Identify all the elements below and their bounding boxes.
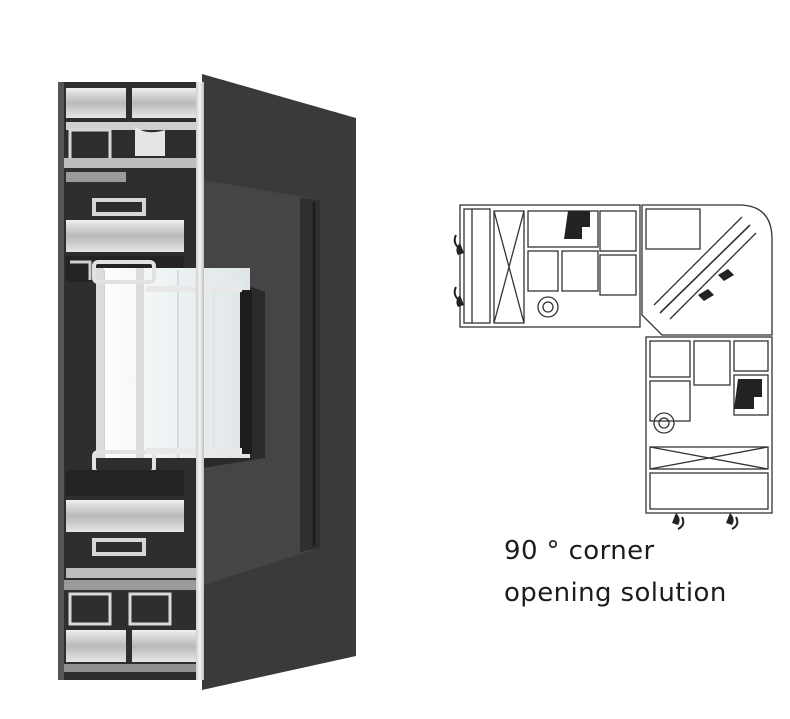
caption-line-2: opening solution [504, 578, 727, 608]
corner-section-drawing [453, 204, 773, 530]
window-profile-3d-section [58, 74, 356, 690]
gasket-right [734, 379, 762, 409]
horizontal-frame-outline [459, 204, 641, 328]
glass-pane [96, 268, 250, 458]
vertical-frame-outline [645, 336, 773, 514]
caption-line-1: 90 ° corner [504, 536, 655, 566]
corner-diagonal-joint [659, 224, 751, 314]
gasket-top [564, 211, 590, 239]
